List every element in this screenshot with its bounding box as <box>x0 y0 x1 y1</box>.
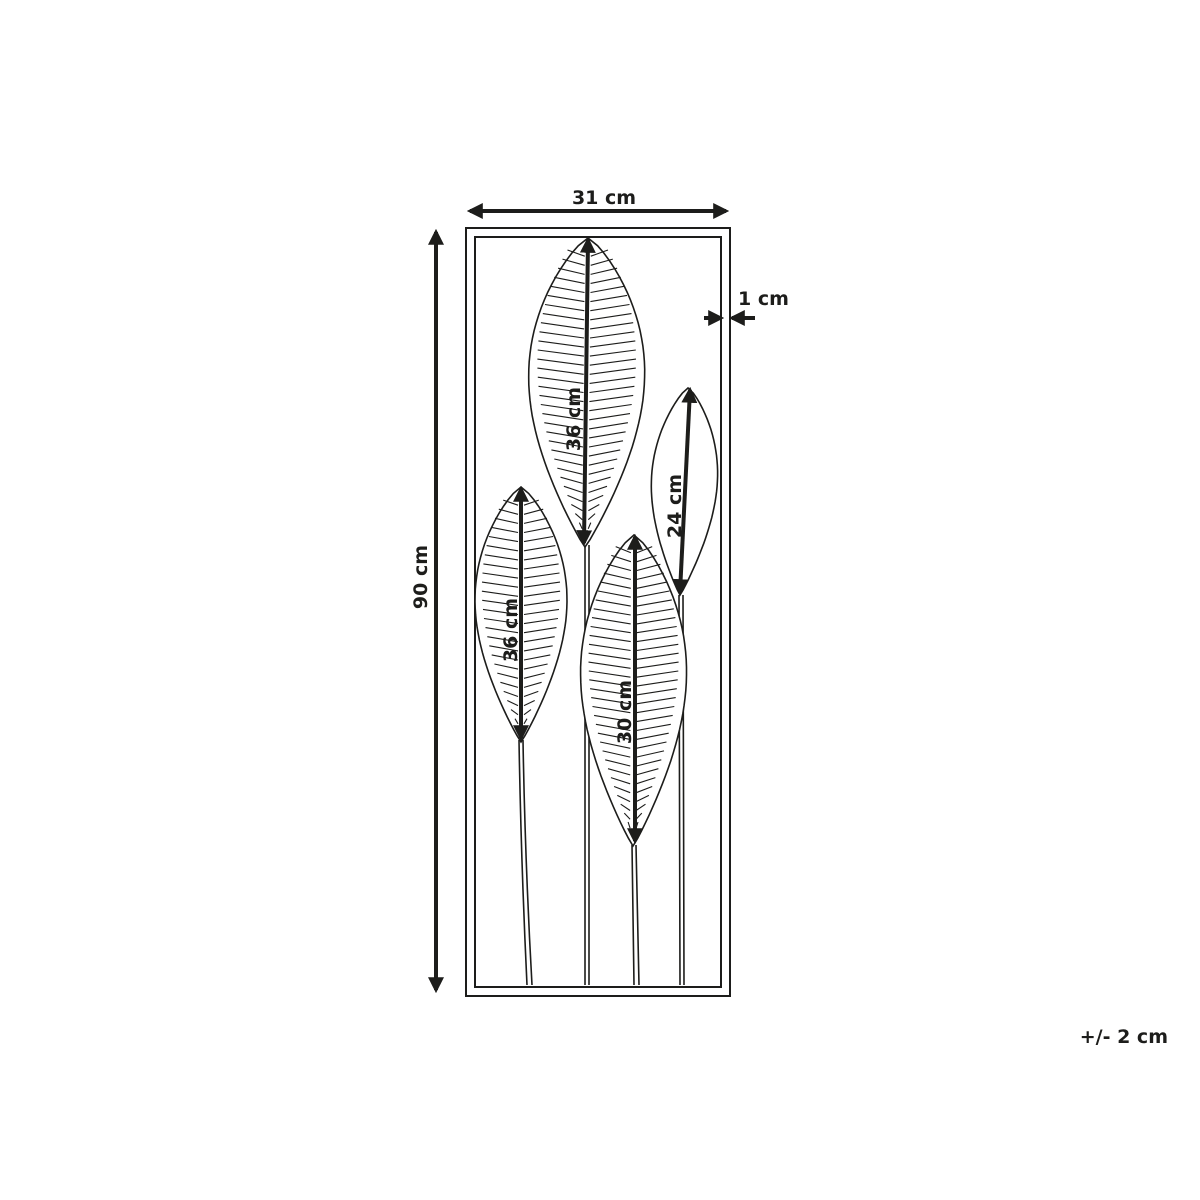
leaf-center-veins <box>537 249 637 530</box>
leaf-left-label: 36 cm <box>500 598 522 662</box>
leaf-center-dimension-arrow <box>576 236 596 547</box>
leaf-dimensions: 36 cm 36 cm 24 cm 30 cm <box>500 236 698 845</box>
leaf-center-label: 36 cm <box>563 387 585 451</box>
height-label: 90 cm <box>410 545 432 609</box>
stem-lower <box>631 844 640 986</box>
width-label: 31 cm <box>572 187 636 209</box>
stem-left <box>518 739 533 986</box>
stem-center <box>584 545 590 985</box>
depth-label: 1 cm <box>738 288 789 310</box>
tolerance-note: +/- 2 cm <box>1080 1026 1168 1048</box>
leaf-left-veins <box>481 499 561 725</box>
leaf-lower-label: 30 cm <box>614 680 636 744</box>
depth-dimension: 1 cm <box>704 288 789 326</box>
frame-outer <box>465 227 731 997</box>
leaf-small-label: 24 cm <box>664 474 686 538</box>
width-dimension: 31 cm <box>466 187 730 219</box>
height-dimension: 90 cm <box>410 228 444 994</box>
leaf-small-dimension-arrow <box>672 386 698 596</box>
